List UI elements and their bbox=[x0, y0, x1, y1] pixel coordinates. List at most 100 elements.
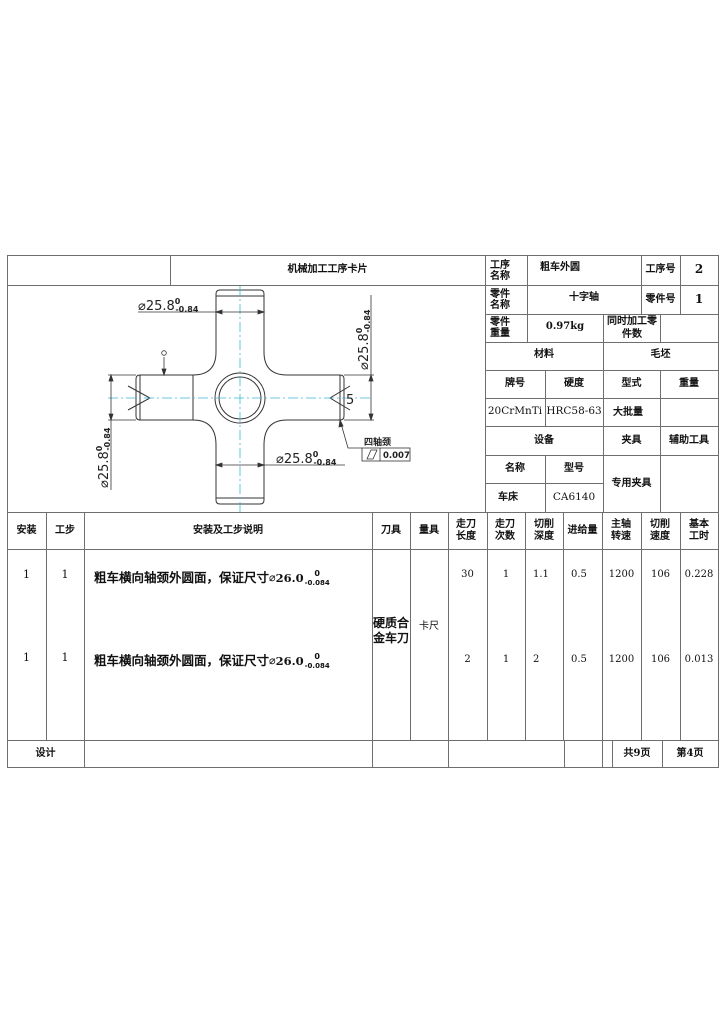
blank-type-label: 型式 bbox=[621, 378, 642, 389]
process-name-value: 粗车外圆 bbox=[540, 262, 580, 273]
page-number: 第4页 bbox=[676, 747, 704, 759]
row1-install: 1 bbox=[23, 568, 30, 581]
steps-col-2 bbox=[84, 512, 85, 768]
simul-parts-label: 同时加工零件数 bbox=[607, 316, 657, 340]
info-col-b bbox=[641, 255, 642, 314]
drawing-right-edge bbox=[485, 255, 486, 512]
row2-spindle-speed: 1200 bbox=[608, 654, 635, 665]
info-row-4 bbox=[485, 370, 718, 371]
row1-passes: 1 bbox=[502, 569, 510, 580]
blank-weight-label: 重量 bbox=[679, 378, 699, 389]
material-header: 材料 bbox=[534, 349, 554, 360]
col-feed-rate: 进给量 bbox=[567, 524, 598, 536]
blank-header: 毛坯 bbox=[650, 349, 671, 360]
row2-tol-upper: 0 bbox=[314, 652, 320, 661]
steps-col-7 bbox=[525, 512, 526, 740]
equipment-header: 设备 bbox=[534, 434, 554, 446]
row2-tolerance: 0 -0.084 bbox=[305, 652, 330, 671]
col-install: 安装 bbox=[16, 524, 37, 536]
title-row-bottom bbox=[7, 285, 485, 286]
gdt-note: 四轴颈 bbox=[364, 436, 391, 448]
border-right bbox=[718, 255, 719, 768]
part-name-value: 十字轴 bbox=[569, 292, 599, 303]
steps-col-4 bbox=[410, 512, 411, 740]
col-spindle-speed: 主轴转速 bbox=[611, 518, 631, 542]
col-tool: 刀具 bbox=[381, 524, 401, 536]
info-row-2 bbox=[485, 314, 718, 315]
fixture-value: 专用夹具 bbox=[611, 477, 652, 489]
border-left bbox=[7, 255, 8, 768]
gdt-value: 0.007 bbox=[383, 451, 410, 461]
steps-col-1 bbox=[46, 512, 47, 740]
col-feed-length: 走刀长度 bbox=[456, 518, 476, 542]
row1-spindle-speed: 1200 bbox=[608, 569, 635, 580]
row2-dim-symbol: ⌀ bbox=[269, 654, 276, 667]
dimension-lines bbox=[108, 295, 374, 490]
part-name-label: 零件名称 bbox=[490, 288, 510, 311]
info-col-c bbox=[680, 255, 681, 314]
chamfer-label: 5 bbox=[346, 393, 354, 408]
info-row-8 bbox=[485, 483, 603, 484]
info-col-a bbox=[527, 255, 528, 343]
border-bottom bbox=[7, 767, 719, 768]
hardness-label: 硬度 bbox=[564, 378, 584, 389]
dim-right-text: ⌀25.80-0.84 bbox=[355, 309, 372, 370]
row1-cut-speed: 106 bbox=[650, 569, 671, 580]
title-divider bbox=[170, 255, 171, 285]
row2-step: 1 bbox=[61, 651, 69, 664]
footer-col-c bbox=[662, 740, 663, 768]
info-col-d bbox=[603, 314, 604, 512]
row2-cut-depth: 2 bbox=[533, 654, 540, 665]
part-weight-value: 0.97kg bbox=[545, 321, 585, 332]
col-gauge: 量具 bbox=[419, 524, 439, 536]
total-pages: 共9页 bbox=[623, 747, 651, 759]
col-cut-speed: 切削速度 bbox=[650, 518, 670, 542]
col-description: 安装及工步说明 bbox=[193, 524, 263, 536]
equipment-name-value: 车床 bbox=[498, 491, 518, 503]
gdt-frame bbox=[361, 447, 411, 462]
steps-col-6 bbox=[487, 512, 488, 740]
footer-col-b bbox=[612, 740, 613, 768]
info-col-f bbox=[545, 370, 546, 426]
row2-feed-length: 2 bbox=[464, 654, 471, 665]
row2-cut-speed: 106 bbox=[650, 654, 671, 665]
part-no-label: 零件号 bbox=[645, 293, 676, 305]
row1-dim-symbol: ⌀ bbox=[269, 571, 276, 584]
info-row-1 bbox=[485, 285, 718, 286]
designer-label: 设计 bbox=[35, 747, 56, 759]
steps-header-bottom bbox=[7, 549, 719, 550]
part-weight-label: 零件重量 bbox=[490, 317, 510, 339]
info-row-5 bbox=[485, 398, 718, 399]
info-row-7 bbox=[485, 455, 718, 456]
process-name-label: 工序名称 bbox=[490, 259, 510, 282]
row2-install: 1 bbox=[23, 651, 30, 664]
row1-dim: 26.0 bbox=[275, 571, 304, 585]
row1-tol-upper: 0 bbox=[314, 569, 320, 578]
info-row-3 bbox=[485, 342, 718, 343]
row1-feed-length: 30 bbox=[461, 569, 474, 580]
steps-col-10 bbox=[641, 512, 642, 740]
info-col-i bbox=[660, 426, 661, 512]
gauge-value: 卡尺 bbox=[419, 621, 439, 632]
cross-shaft-outline bbox=[127, 289, 351, 505]
dim-left-text: ⌀25.80-0.84 bbox=[95, 427, 112, 488]
info-col-h bbox=[545, 455, 546, 512]
row2-description: 粗车横向轴颈外圆面，保证尺寸 ⌀ 26.0 0 -0.084 bbox=[94, 649, 372, 673]
col-step: 工步 bbox=[55, 524, 75, 536]
col-cut-depth: 切削深度 bbox=[534, 518, 554, 542]
equipment-name-label: 名称 bbox=[505, 463, 525, 474]
aux-tools-header: 辅助工具 bbox=[669, 434, 709, 446]
steps-col-9 bbox=[602, 512, 603, 768]
card-title: 机械加工工序卡片 bbox=[287, 264, 368, 275]
equipment-model-label: 型号 bbox=[564, 463, 584, 474]
info-col-e bbox=[660, 314, 661, 342]
border-top bbox=[7, 255, 719, 256]
row1-tol-lower: -0.084 bbox=[304, 579, 330, 587]
part-no-value: 1 bbox=[694, 292, 704, 306]
row1-cut-depth: 1.1 bbox=[533, 569, 549, 580]
steps-col-11 bbox=[680, 512, 681, 740]
steps-header-top bbox=[7, 512, 719, 513]
grade-label: 牌号 bbox=[505, 378, 525, 389]
steps-col-5 bbox=[448, 512, 449, 768]
